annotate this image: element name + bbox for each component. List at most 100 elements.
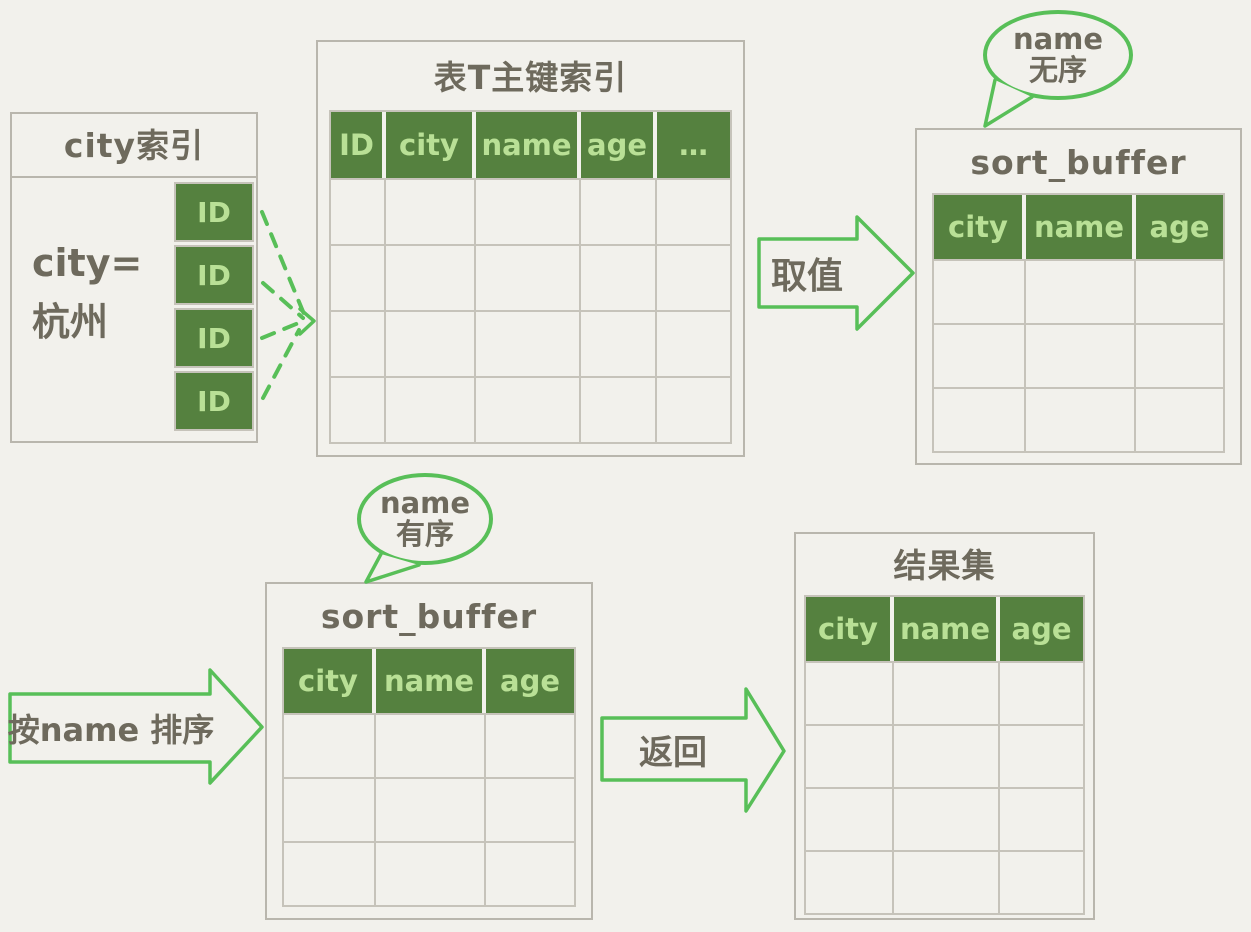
empty-cell — [657, 378, 730, 442]
empty-cell — [386, 312, 476, 376]
table-row — [284, 841, 574, 905]
return-arrow: 返回 — [600, 685, 788, 815]
header-cell: city — [386, 112, 476, 178]
table-row — [934, 323, 1223, 387]
filter-label-line2: 杭州 — [32, 299, 109, 344]
empty-cell — [1000, 789, 1083, 850]
empty-cell — [376, 715, 486, 777]
name-ordered-bubble: name 有序 — [357, 473, 493, 565]
table-row — [806, 661, 1083, 724]
table-row — [806, 724, 1083, 787]
header-cell: name — [894, 597, 1000, 661]
table-row — [331, 310, 730, 376]
empty-cell — [934, 389, 1026, 451]
empty-cell — [476, 312, 581, 376]
id-cell: ID — [174, 245, 254, 305]
header-row: city name age — [934, 195, 1223, 259]
table-row — [331, 376, 730, 442]
bubble-line2: 有序 — [395, 517, 454, 551]
right-arrow-icon — [757, 215, 915, 331]
empty-cell — [476, 246, 581, 310]
header-cell: age — [486, 649, 574, 713]
empty-cell — [806, 663, 894, 724]
empty-cell — [894, 663, 1000, 724]
empty-cell — [331, 378, 386, 442]
table-title: sort_buffer — [970, 143, 1187, 182]
header-row: ID city name age … — [331, 112, 730, 178]
empty-cell — [284, 779, 376, 841]
table-row — [934, 259, 1223, 323]
empty-cell — [1026, 261, 1136, 323]
empty-cell — [894, 789, 1000, 850]
empty-cell — [806, 726, 894, 787]
empty-cell — [1136, 261, 1223, 323]
header-cell: city — [284, 649, 376, 713]
empty-cell — [581, 246, 657, 310]
arrow-label: 返回 — [639, 732, 707, 773]
empty-cell — [657, 246, 730, 310]
header-cell: age — [1136, 195, 1223, 259]
id-cell: ID — [174, 371, 254, 431]
empty-cell — [376, 843, 486, 905]
empty-cell — [331, 246, 386, 310]
inner-table: city name age — [282, 647, 576, 907]
empty-cell — [657, 180, 730, 244]
empty-cell — [806, 852, 894, 913]
table-row — [331, 178, 730, 244]
city-index-table: city索引 city= 杭州 ID ID ID ID — [10, 112, 258, 443]
header-cell: city — [934, 195, 1026, 259]
dashed-line — [260, 320, 303, 340]
header-cell: city — [806, 597, 894, 661]
dashed-line — [260, 210, 306, 316]
arrow-label: 按name 排序 — [7, 711, 215, 749]
header-cell: age — [581, 112, 657, 178]
table-title: city索引 — [12, 114, 256, 178]
table-title: 表T主键索引 — [433, 58, 628, 97]
bubble-line1: name — [379, 485, 471, 520]
empty-cell — [1000, 852, 1083, 913]
empty-cell — [806, 789, 894, 850]
right-arrow-icon — [600, 687, 786, 813]
table-title: 结果集 — [893, 546, 996, 585]
header-cell: … — [657, 112, 730, 178]
empty-cell — [1026, 389, 1136, 451]
inner-table: city name age — [804, 595, 1085, 915]
header-cell: name — [1026, 195, 1136, 259]
header-row: city name age — [806, 597, 1083, 661]
empty-cell — [581, 180, 657, 244]
header-cell: ID — [331, 112, 386, 178]
empty-cell — [1000, 726, 1083, 787]
filter-label: city= 杭州 — [32, 234, 142, 352]
right-arrow-icon — [8, 668, 264, 785]
empty-cell — [284, 715, 376, 777]
empty-cell — [1136, 389, 1223, 451]
arrow-label: 取值 — [770, 256, 843, 297]
inner-table: city name age — [932, 193, 1225, 453]
header-row: city name age — [284, 649, 574, 713]
empty-cell — [894, 726, 1000, 787]
empty-cell — [331, 312, 386, 376]
sort-buffer-bottom-table: sort_buffer city name age — [265, 582, 593, 920]
table-row — [806, 850, 1083, 913]
bubble-line1: name — [1012, 21, 1104, 56]
empty-cell — [1136, 325, 1223, 387]
empty-cell — [934, 325, 1026, 387]
empty-cell — [581, 312, 657, 376]
empty-cell — [284, 843, 376, 905]
id-cell: ID — [174, 182, 254, 242]
empty-cell — [386, 180, 476, 244]
fetch-arrow: 取值 — [757, 213, 917, 333]
table-row — [934, 387, 1223, 451]
empty-cell — [476, 378, 581, 442]
empty-cell — [331, 180, 386, 244]
table-title: sort_buffer — [320, 597, 538, 636]
empty-cell — [581, 378, 657, 442]
empty-cell — [1026, 325, 1136, 387]
name-unordered-bubble: name 无序 — [983, 10, 1133, 100]
result-set-table: 结果集 city name age — [794, 532, 1095, 920]
header-cell: age — [1000, 597, 1083, 661]
table-row — [331, 244, 730, 310]
empty-cell — [894, 852, 1000, 913]
inner-table: ID city name age … — [329, 110, 732, 444]
